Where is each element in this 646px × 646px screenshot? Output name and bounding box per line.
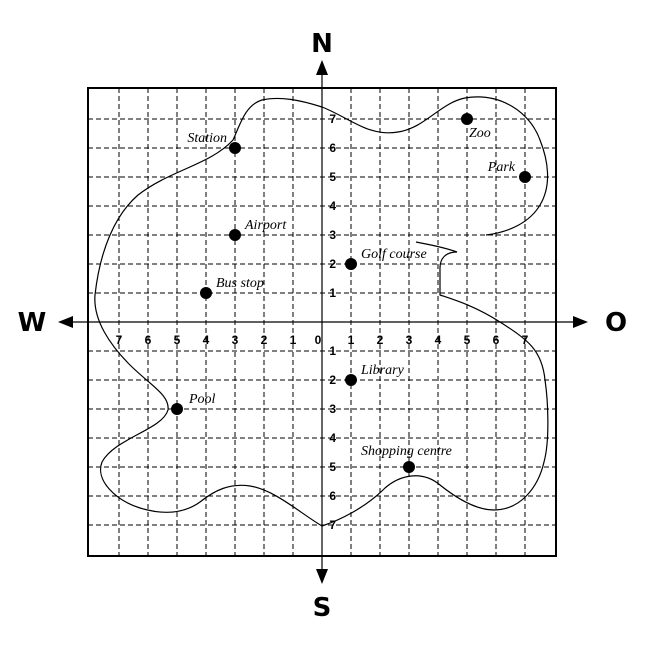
- x-axis-tick: 4: [203, 333, 210, 347]
- north-arrow: [316, 60, 328, 75]
- x-axis-tick: 1: [348, 333, 355, 347]
- x-axis-tick: 6: [145, 333, 152, 347]
- compass-west: W: [18, 308, 47, 338]
- x-axis-tick: 3: [406, 333, 413, 347]
- compass-east: O: [605, 308, 627, 338]
- x-axis-tick: 1: [290, 333, 297, 347]
- y-axis-tick: 4: [329, 199, 336, 213]
- y-axis-tick: 5: [329, 460, 336, 474]
- compass-north: N: [311, 29, 333, 59]
- place-label: Bus stop: [216, 276, 264, 291]
- y-axis-tick: 2: [329, 257, 336, 271]
- x-axis-tick: 7: [522, 333, 529, 347]
- y-axis-tick: 6: [329, 489, 336, 503]
- place-marker[interactable]: [345, 258, 357, 270]
- place-label: Airport: [244, 218, 287, 233]
- x-axis-tick: 2: [261, 333, 268, 347]
- place-label: Golf course: [361, 247, 427, 262]
- place-marker[interactable]: [229, 229, 241, 241]
- place-marker[interactable]: [171, 403, 183, 415]
- place-marker[interactable]: [345, 374, 357, 386]
- x-axis-tick: 0: [315, 333, 322, 347]
- south-arrow: [316, 569, 328, 584]
- x-axis-tick: 3: [232, 333, 239, 347]
- y-axis-tick: 3: [329, 402, 336, 416]
- east-arrow: [573, 316, 588, 328]
- place-label: Shopping centre: [361, 444, 452, 459]
- place-label: Library: [360, 363, 405, 378]
- place-marker[interactable]: [519, 171, 531, 183]
- y-axis-tick: 5: [329, 170, 336, 184]
- x-axis-tick: 7: [116, 333, 123, 347]
- x-axis-tick: 2: [377, 333, 384, 347]
- place-marker[interactable]: [461, 113, 473, 125]
- y-axis-tick: 1: [329, 286, 336, 300]
- x-axis-tick: 4: [435, 333, 442, 347]
- place-label: Park: [487, 160, 516, 175]
- y-axis-tick: 4: [329, 431, 336, 445]
- place-label: Station: [187, 131, 227, 146]
- y-axis-tick: 1: [329, 344, 336, 358]
- island-outline: [94, 96, 549, 527]
- place-marker[interactable]: [200, 287, 212, 299]
- place-marker[interactable]: [403, 461, 415, 473]
- west-arrow: [58, 316, 73, 328]
- place-marker[interactable]: [229, 142, 241, 154]
- x-axis-tick: 5: [174, 333, 181, 347]
- place-label: Pool: [188, 392, 216, 407]
- y-axis-tick: 7: [329, 518, 336, 532]
- place-label: Zoo: [469, 126, 491, 141]
- compass-south: S: [313, 593, 332, 623]
- y-axis-tick: 2: [329, 373, 336, 387]
- x-axis-tick: 5: [464, 333, 471, 347]
- y-axis-tick: 7: [329, 112, 336, 126]
- y-axis-tick: 3: [329, 228, 336, 242]
- y-axis-tick: 6: [329, 141, 336, 155]
- x-axis-tick: 6: [493, 333, 500, 347]
